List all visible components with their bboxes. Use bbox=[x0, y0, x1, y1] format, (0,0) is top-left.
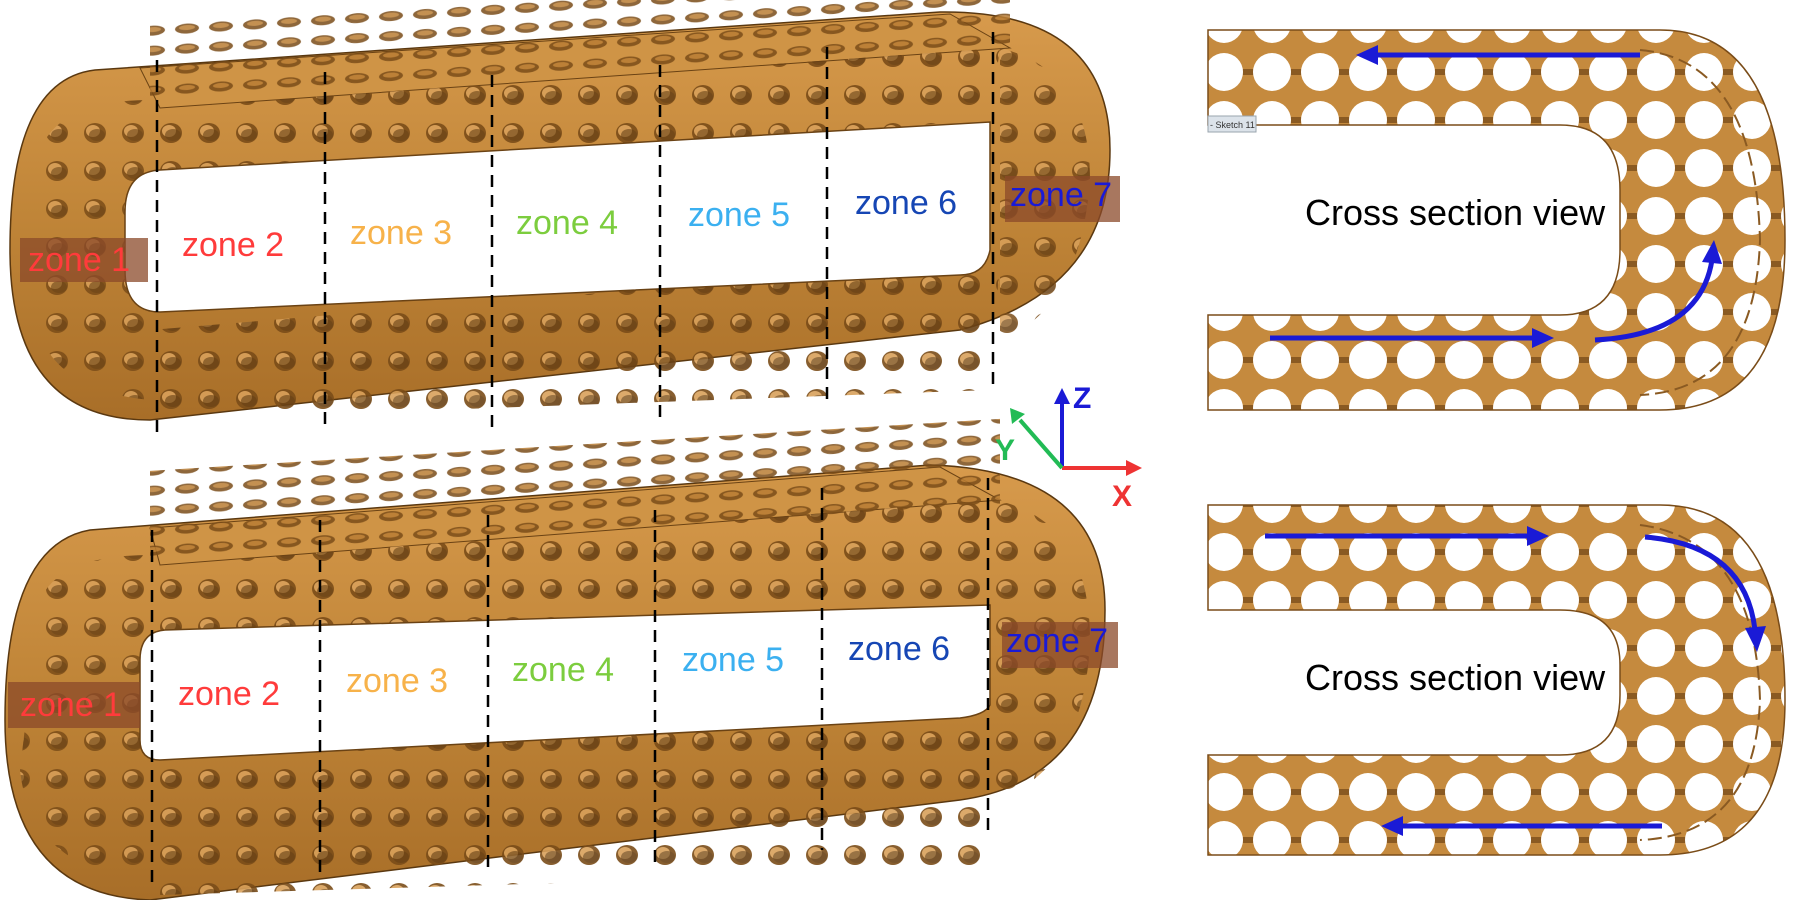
cross-section-bottom-flow bbox=[1265, 526, 1766, 836]
cross-section-top-title: Cross section view bbox=[1305, 192, 1606, 233]
zone-6-label: zone 6 bbox=[848, 630, 950, 668]
axis-z-label: Z bbox=[1073, 382, 1091, 415]
flow-arrowhead-bend-down bbox=[1745, 626, 1766, 652]
zone-2-label: zone 2 bbox=[178, 675, 280, 713]
model-top-inner-opening bbox=[124, 121, 991, 313]
flow-arrow-bend-down bbox=[1644, 534, 1758, 631]
cross-section-bottom: Cross section view bbox=[1207, 504, 1786, 856]
model-top-top-holes bbox=[150, 0, 1010, 101]
sketch-tag: - Sketch 11 bbox=[1210, 120, 1255, 130]
model-bottom-top-holes bbox=[150, 418, 1000, 561]
zone-4-label: zone 4 bbox=[516, 204, 618, 242]
sketch-tag-box bbox=[1207, 115, 1257, 133]
cross-section-top-bend-ribs bbox=[1639, 49, 1762, 396]
axis-z-arrowhead bbox=[1054, 388, 1070, 404]
zone-4-label: zone 4 bbox=[512, 651, 614, 689]
flow-arrowhead-upper bbox=[1527, 526, 1549, 546]
zone-5-label: zone 5 bbox=[682, 641, 784, 679]
model-bottom-lower-wall bbox=[150, 715, 990, 895]
cross-section-top-lattice bbox=[1207, 29, 1786, 411]
zone-label-box bbox=[1005, 176, 1120, 222]
flow-arrowhead-lower bbox=[1532, 328, 1554, 348]
axis-x-label: X bbox=[1112, 480, 1132, 513]
cross-section-top: - Sketch 11 Cross section view bbox=[1207, 29, 1786, 411]
flow-arrow-bend-up bbox=[1594, 259, 1715, 343]
axis-y-line bbox=[1018, 418, 1064, 470]
model-bottom-zone-dividers bbox=[150, 478, 990, 890]
axis-y-arrowhead bbox=[1010, 408, 1025, 424]
model-bottom-inner-opening bbox=[139, 604, 991, 761]
model-top-zone-labels: zone 1 zone 2 zone 3 zone 4 zone 5 zone … bbox=[20, 176, 1120, 282]
model-top-upper-wall bbox=[150, 48, 1000, 180]
cross-section-bottom-title: Cross section view bbox=[1305, 657, 1606, 698]
zone-1-label: zone 1 bbox=[28, 241, 130, 279]
flow-arrowhead-lower bbox=[1381, 816, 1403, 836]
model-bottom-zone-labels: zone 1 zone 2 zone 3 zone 4 zone 5 zone … bbox=[8, 622, 1118, 728]
flow-arrowhead-bend-up bbox=[1702, 240, 1722, 264]
cross-section-bottom-lattice bbox=[1207, 504, 1786, 856]
flow-arrowhead-upper bbox=[1356, 45, 1378, 65]
model-top-zone-dividers bbox=[155, 32, 995, 440]
axis-y-label: Y bbox=[995, 434, 1015, 467]
zone-1-label: zone 1 bbox=[20, 686, 122, 724]
zone-2-label: zone 2 bbox=[182, 226, 284, 264]
zone-label-box bbox=[1002, 622, 1118, 668]
zone-6-label: zone 6 bbox=[855, 184, 957, 222]
axis-x-arrowhead bbox=[1126, 460, 1142, 476]
zone-7-label: zone 7 bbox=[1010, 176, 1112, 214]
zone-7-label: zone 7 bbox=[1006, 622, 1108, 660]
model-top-lower-wall bbox=[150, 260, 1000, 420]
model-bottom bbox=[4, 418, 1106, 900]
zone-3-label: zone 3 bbox=[350, 214, 452, 252]
zone-5-label: zone 5 bbox=[688, 196, 790, 234]
zone-label-box bbox=[20, 238, 148, 282]
cross-section-top-flow bbox=[1270, 45, 1722, 348]
zone-3-label: zone 3 bbox=[346, 662, 448, 700]
axis-triad bbox=[1010, 388, 1142, 476]
zone-label-box bbox=[8, 682, 140, 728]
model-top bbox=[9, 0, 1111, 421]
